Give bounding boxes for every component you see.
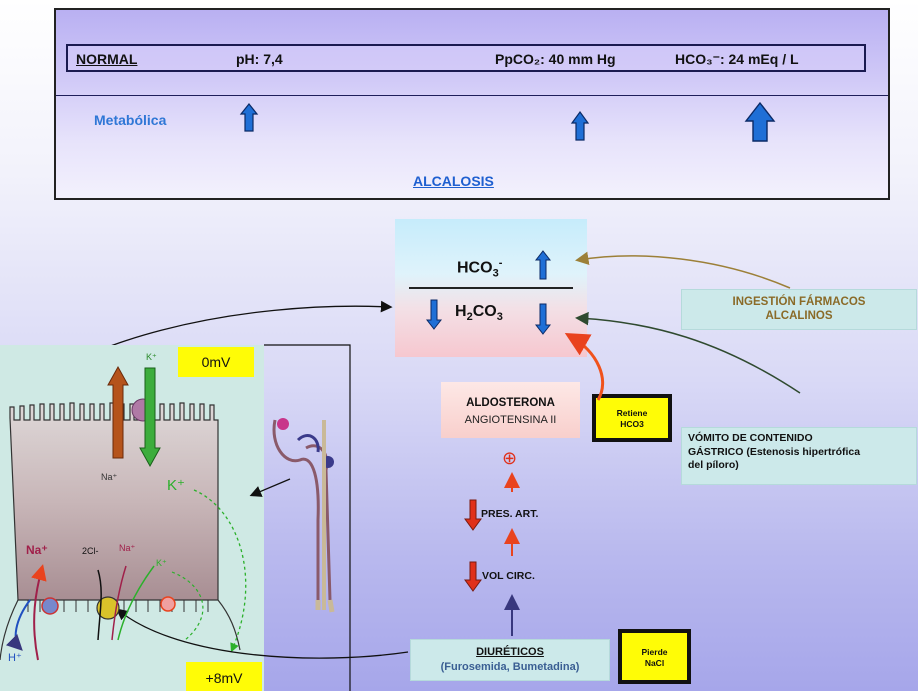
h2co3-denominator: H2CO3	[455, 303, 503, 323]
co3-subscript: 3	[496, 311, 503, 324]
hco3-numerator: HCO3-	[457, 257, 502, 280]
cl-lower-label: 2Cl-	[82, 546, 99, 556]
tubule-pointer-arrow	[249, 478, 291, 497]
ingestion-farmacos-box: INGESTIÓN FÁRMACOS ALCALINOS	[681, 289, 917, 330]
pierde-nacl-box: Pierde NaCl	[618, 629, 691, 684]
vol-circ-label: VOL CIRC.	[482, 570, 535, 582]
hco3-superscript: -	[498, 257, 503, 269]
k-lower-label: K⁺	[156, 558, 167, 568]
vomito-arrow	[575, 311, 801, 394]
top-arrow-up-icon-1	[239, 103, 259, 132]
membrane-potential-bottom: +8mV	[186, 662, 262, 691]
pres-art-label: PRES. ART.	[481, 508, 539, 520]
na-lower-arrow	[31, 564, 47, 661]
na-lower-label: Na⁺	[119, 543, 136, 553]
vomito-line-1: VÓMITO DE CONTENIDO	[688, 432, 813, 444]
hco3-value: HCO₃⁻: 24 mEq / L	[675, 51, 799, 67]
top-arrow-up-icon-2	[570, 110, 590, 141]
angiotensina-label: ANGIOTENSINA II	[464, 414, 557, 426]
h-lower-label: H⁺	[8, 652, 22, 664]
na-channel-icon	[41, 597, 59, 615]
basal-membrane	[0, 599, 241, 661]
pierde-line-2: NaCl	[644, 658, 665, 668]
k-down-arrow-icon	[139, 367, 161, 468]
hco3-subscript: 3	[492, 267, 499, 280]
co-text: CO	[472, 303, 497, 320]
nkcc-transporter-icon	[96, 596, 120, 620]
na-mid-arrow	[111, 565, 127, 641]
cl-arrow	[97, 569, 102, 641]
retiene-arrow	[564, 333, 605, 401]
glomerulus-icon	[277, 418, 289, 430]
h-text: H	[455, 303, 467, 320]
h2co3-down-arrow-icon-left	[425, 299, 443, 330]
tubule-outline	[264, 344, 351, 691]
diureticos-box: DIURÉTICOS (Furosemida, Bumetadina)	[410, 639, 610, 681]
diureticos-label: DIURÉTICOS	[476, 646, 544, 658]
hco3-text: HCO	[457, 259, 493, 277]
ingestion-line-1: INGESTIÓN FÁRMACOS	[732, 296, 866, 308]
aldosterona-label: ALDOSTERONA	[466, 397, 555, 409]
k-upper-label: K⁺	[146, 352, 157, 362]
alcalosis-label: ALCALOSIS	[413, 173, 494, 189]
cell-illustration	[0, 344, 409, 691]
h2co3-down-arrow-icon-right	[534, 303, 552, 335]
ppco2-value: PpCO₂: 40 mm Hg	[495, 51, 616, 67]
k-lower-dotted-arrow	[171, 571, 204, 641]
plus-circle-icon: ⊕	[502, 448, 518, 468]
hco3-h2co3-ratio-box: HCO3- H2CO3	[395, 219, 587, 357]
vomito-box: VÓMITO DE CONTENIDO GÁSTRICO (Estenosis …	[681, 427, 917, 485]
na-up-arrow-icon	[107, 365, 129, 459]
retiene-line-1: Retiene	[616, 408, 648, 418]
normal-values-box: NORMAL pH: 7,4 PpCO₂: 40 mm Hg HCO₃⁻: 24…	[66, 44, 866, 72]
retiene-line-2: HCO3	[620, 419, 644, 429]
na-lower-left-label: Na⁺	[26, 543, 48, 557]
k-side-dotted-arrow	[193, 489, 247, 653]
aldosterona-box: ALDOSTERONA ANGIOTENSINA II	[441, 382, 580, 438]
h-lower-arrow	[5, 599, 31, 651]
k-mid-arrow	[117, 565, 155, 641]
normal-label: NORMAL	[76, 51, 138, 67]
h2-subscript: 2	[466, 311, 473, 324]
vomito-line-3: del píloro)	[688, 459, 739, 471]
pierde-line-1: Pierde	[641, 647, 668, 657]
top-arrow-up-large-icon	[744, 101, 776, 142]
nephron-icon	[272, 418, 335, 613]
k-side-label: K⁺	[167, 477, 185, 494]
hco3-up-arrow-icon	[534, 250, 552, 280]
vol-circ-down-arrow-icon	[464, 561, 482, 592]
metabolica-label: Metabólica	[94, 112, 167, 128]
membrane-potential-top: 0mV	[178, 347, 254, 377]
k-channel-icon	[160, 596, 176, 612]
fraction-line	[409, 287, 573, 289]
diureticos-examples: (Furosemida, Bumetadina)	[440, 661, 580, 673]
ph-value: pH: 7,4	[236, 51, 283, 67]
panel-divider	[56, 95, 888, 96]
vomito-line-2: GÁSTRICO (Estenosis hipertrófica	[688, 445, 861, 458]
ingestion-line-2: ALCALINOS	[765, 310, 833, 322]
retiene-hco3-box: Retiene HCO3	[592, 394, 672, 442]
ingestion-arrow	[575, 251, 791, 289]
pres-art-down-arrow-icon	[464, 499, 482, 531]
na-upper-label: Na⁺	[101, 472, 118, 482]
diureticos-to-cell-arrow	[115, 608, 409, 659]
summary-panel: NORMAL pH: 7,4 PpCO₂: 40 mm Hg HCO₃⁻: 24…	[54, 8, 890, 200]
